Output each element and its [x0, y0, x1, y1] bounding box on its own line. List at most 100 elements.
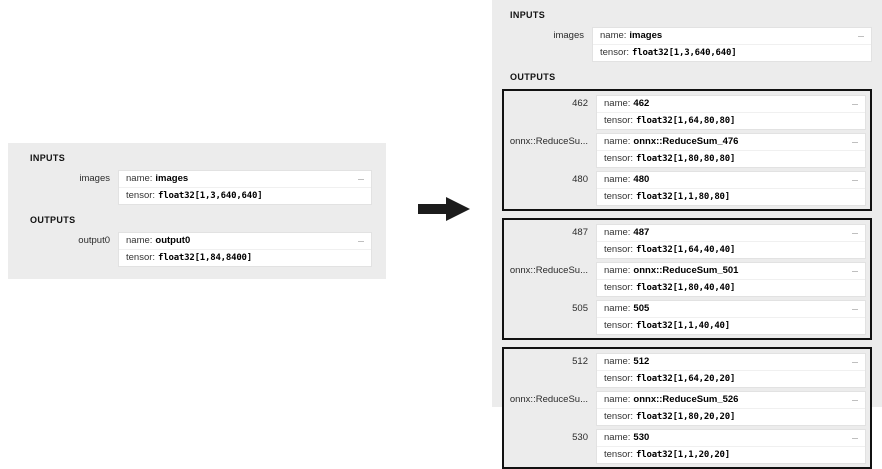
- name-row[interactable]: name: images: [593, 28, 871, 45]
- tensor-key: tensor:: [126, 190, 156, 201]
- name-row[interactable]: name: 487: [597, 225, 865, 242]
- tensor-row: tensor: float32[1,3,640,640]: [119, 188, 371, 204]
- output-entry[interactable]: 530 name: 530 tensor: float32[1,1,20,20]: [508, 429, 866, 464]
- output-entry[interactable]: 480 name: 480 tensor: float32[1,1,80,80]: [508, 171, 866, 206]
- entry-label: 505: [572, 303, 588, 314]
- output-entry[interactable]: onnx::ReduceSu... name: onnx::ReduceSum_…: [508, 262, 866, 297]
- name-value: images: [155, 173, 189, 184]
- dash-icon[interactable]: [851, 305, 859, 313]
- dash-icon[interactable]: [851, 100, 859, 108]
- name-row[interactable]: name: 505: [597, 301, 865, 318]
- input-entry-images[interactable]: images name: images tensor: float32[1,3,…: [502, 27, 872, 62]
- entry-card: name: images tensor: float32[1,3,640,640…: [118, 170, 372, 205]
- entry-card: name: 480 tensor: float32[1,1,80,80]: [596, 171, 866, 206]
- right-inputs-heading: INPUTS: [510, 10, 546, 20]
- name-key: name:: [604, 227, 631, 238]
- tensor-value: float32[1,1,20,20]: [636, 450, 730, 460]
- tensor-row: tensor: float32[1,3,640,640]: [593, 45, 871, 61]
- output-entry[interactable]: onnx::ReduceSu... name: onnx::ReduceSum_…: [508, 391, 866, 426]
- entry-card: name: onnx::ReduceSum_476 tensor: float3…: [596, 133, 866, 168]
- tensor-value: float32[1,80,80,80]: [636, 154, 736, 164]
- entry-label: 462: [572, 98, 588, 109]
- tensor-key: tensor:: [604, 115, 634, 126]
- tensor-value: float32[1,84,8400]: [158, 253, 252, 263]
- tensor-value: float32[1,64,80,80]: [636, 116, 736, 126]
- tensor-key: tensor:: [126, 252, 156, 263]
- tensor-key: tensor:: [604, 244, 634, 255]
- tensor-value: float32[1,1,40,40]: [636, 321, 730, 331]
- name-value: 487: [633, 227, 650, 238]
- name-value: 505: [633, 303, 650, 314]
- entry-card: name: 530 tensor: float32[1,1,20,20]: [596, 429, 866, 464]
- right-outputs-heading: OUTPUTS: [510, 72, 556, 82]
- output-entry-output0[interactable]: output0 name: output0 tensor: float32[1,…: [22, 232, 372, 267]
- dash-icon[interactable]: [357, 237, 365, 245]
- tensor-row: tensor: float32[1,64,40,40]: [597, 242, 865, 258]
- output-entry[interactable]: onnx::ReduceSu... name: onnx::ReduceSum_…: [508, 133, 866, 168]
- output-group: 462 name: 462 tensor: float32[1,64,80,80…: [502, 89, 872, 211]
- name-row[interactable]: name: onnx::ReduceSum_501: [597, 263, 865, 280]
- name-row[interactable]: name: 462: [597, 96, 865, 113]
- tensor-row: tensor: float32[1,80,40,40]: [597, 280, 865, 296]
- dash-icon[interactable]: [851, 396, 859, 404]
- tensor-row: tensor: float32[1,80,80,80]: [597, 151, 865, 167]
- entry-card: name: 505 tensor: float32[1,1,40,40]: [596, 300, 866, 335]
- name-key: name:: [604, 265, 631, 276]
- output-group: 487 name: 487 tensor: float32[1,64,40,40…: [502, 218, 872, 340]
- tensor-key: tensor:: [600, 47, 630, 58]
- output-entry[interactable]: 505 name: 505 tensor: float32[1,1,40,40]: [508, 300, 866, 335]
- name-value: onnx::ReduceSum_526: [633, 394, 739, 405]
- tensor-value: float32[1,1,80,80]: [636, 192, 730, 202]
- dash-icon[interactable]: [851, 176, 859, 184]
- name-row[interactable]: name: onnx::ReduceSum_476: [597, 134, 865, 151]
- name-row[interactable]: name: 530: [597, 430, 865, 447]
- dash-icon[interactable]: [851, 267, 859, 275]
- dash-icon[interactable]: [851, 229, 859, 237]
- name-value: 512: [633, 356, 650, 367]
- name-key: name:: [604, 303, 631, 314]
- entry-label: onnx::ReduceSu...: [509, 136, 588, 147]
- tensor-row: tensor: float32[1,1,20,20]: [597, 447, 865, 463]
- tensor-key: tensor:: [604, 373, 634, 384]
- tensor-row: tensor: float32[1,64,20,20]: [597, 371, 865, 387]
- entry-card: name: onnx::ReduceSum_526 tensor: float3…: [596, 391, 866, 426]
- entry-label: onnx::ReduceSu...: [509, 265, 588, 276]
- tensor-row: tensor: float32[1,1,40,40]: [597, 318, 865, 334]
- name-key: name:: [604, 98, 631, 109]
- tensor-value: float32[1,3,640,640]: [632, 48, 737, 58]
- output-entry[interactable]: 462 name: 462 tensor: float32[1,64,80,80…: [508, 95, 866, 130]
- input-entry-images[interactable]: images name: images tensor: float32[1,3,…: [22, 170, 372, 205]
- name-row[interactable]: name: 480: [597, 172, 865, 189]
- tensor-value: float32[1,80,20,20]: [636, 412, 736, 422]
- name-row[interactable]: name: 512: [597, 354, 865, 371]
- entry-label: onnx::ReduceSu...: [509, 394, 588, 405]
- name-value: onnx::ReduceSum_501: [633, 265, 739, 276]
- name-key: name:: [604, 356, 631, 367]
- dash-icon[interactable]: [851, 138, 859, 146]
- entry-label: 480: [572, 174, 588, 185]
- tensor-row: tensor: float32[1,80,20,20]: [597, 409, 865, 425]
- tensor-row: tensor: float32[1,84,8400]: [119, 250, 371, 266]
- entry-card: name: 462 tensor: float32[1,64,80,80]: [596, 95, 866, 130]
- name-row[interactable]: name: output0: [119, 233, 371, 250]
- name-key: name:: [604, 136, 631, 147]
- name-key: name:: [600, 30, 627, 41]
- output-entry[interactable]: 512 name: 512 tensor: float32[1,64,20,20…: [508, 353, 866, 388]
- tensor-key: tensor:: [604, 191, 634, 202]
- tensor-row: tensor: float32[1,64,80,80]: [597, 113, 865, 129]
- left-outputs-heading: OUTPUTS: [30, 215, 76, 225]
- output-entry[interactable]: 487 name: 487 tensor: float32[1,64,40,40…: [508, 224, 866, 259]
- name-key: name:: [126, 235, 153, 246]
- dash-icon[interactable]: [851, 434, 859, 442]
- name-value: onnx::ReduceSum_476: [633, 136, 739, 147]
- name-value: output0: [155, 235, 191, 246]
- name-row[interactable]: name: onnx::ReduceSum_526: [597, 392, 865, 409]
- tensor-value: float32[1,64,40,40]: [636, 245, 736, 255]
- entry-label: images: [553, 30, 584, 41]
- dash-icon[interactable]: [851, 358, 859, 366]
- dash-icon[interactable]: [357, 175, 365, 183]
- dash-icon[interactable]: [857, 32, 865, 40]
- output-group: 512 name: 512 tensor: float32[1,64,20,20…: [502, 347, 872, 469]
- name-row[interactable]: name: images: [119, 171, 371, 188]
- tensor-key: tensor:: [604, 153, 634, 164]
